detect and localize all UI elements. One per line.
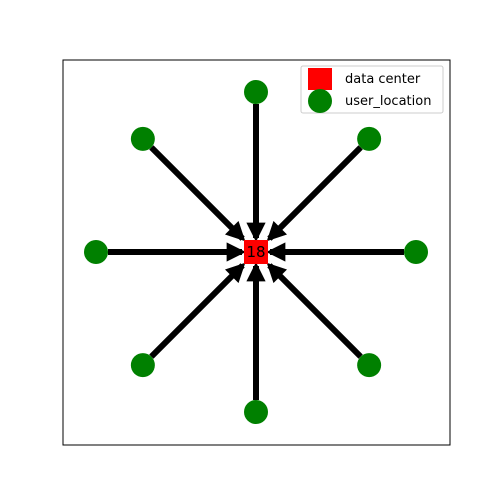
legend-user-location-marker: [308, 89, 332, 113]
legend: data center user_location: [300, 65, 444, 114]
user-location-node: [84, 240, 108, 264]
data-center-label: 18: [246, 243, 265, 261]
user-location-node: [357, 353, 382, 378]
edges-layer: [108, 104, 404, 400]
legend-box: [300, 65, 444, 114]
user-location-node: [404, 240, 428, 264]
user-location-node: [244, 80, 268, 104]
edge-arrow: [149, 262, 246, 359]
legend-data-center-label: data center: [345, 72, 421, 87]
edge-arrow: [266, 262, 363, 359]
legend-user-location-label: user_location: [345, 94, 431, 109]
user-location-node: [130, 126, 155, 151]
data-center-node: [244, 240, 268, 264]
legend-data-center-marker: [308, 68, 332, 90]
user-location-node: [130, 353, 155, 378]
edge-arrow: [149, 145, 246, 242]
user-location-node: [357, 126, 382, 151]
edge-arrow: [266, 145, 363, 242]
nodes-layer: 18: [84, 80, 428, 424]
user-location-node: [244, 400, 268, 424]
